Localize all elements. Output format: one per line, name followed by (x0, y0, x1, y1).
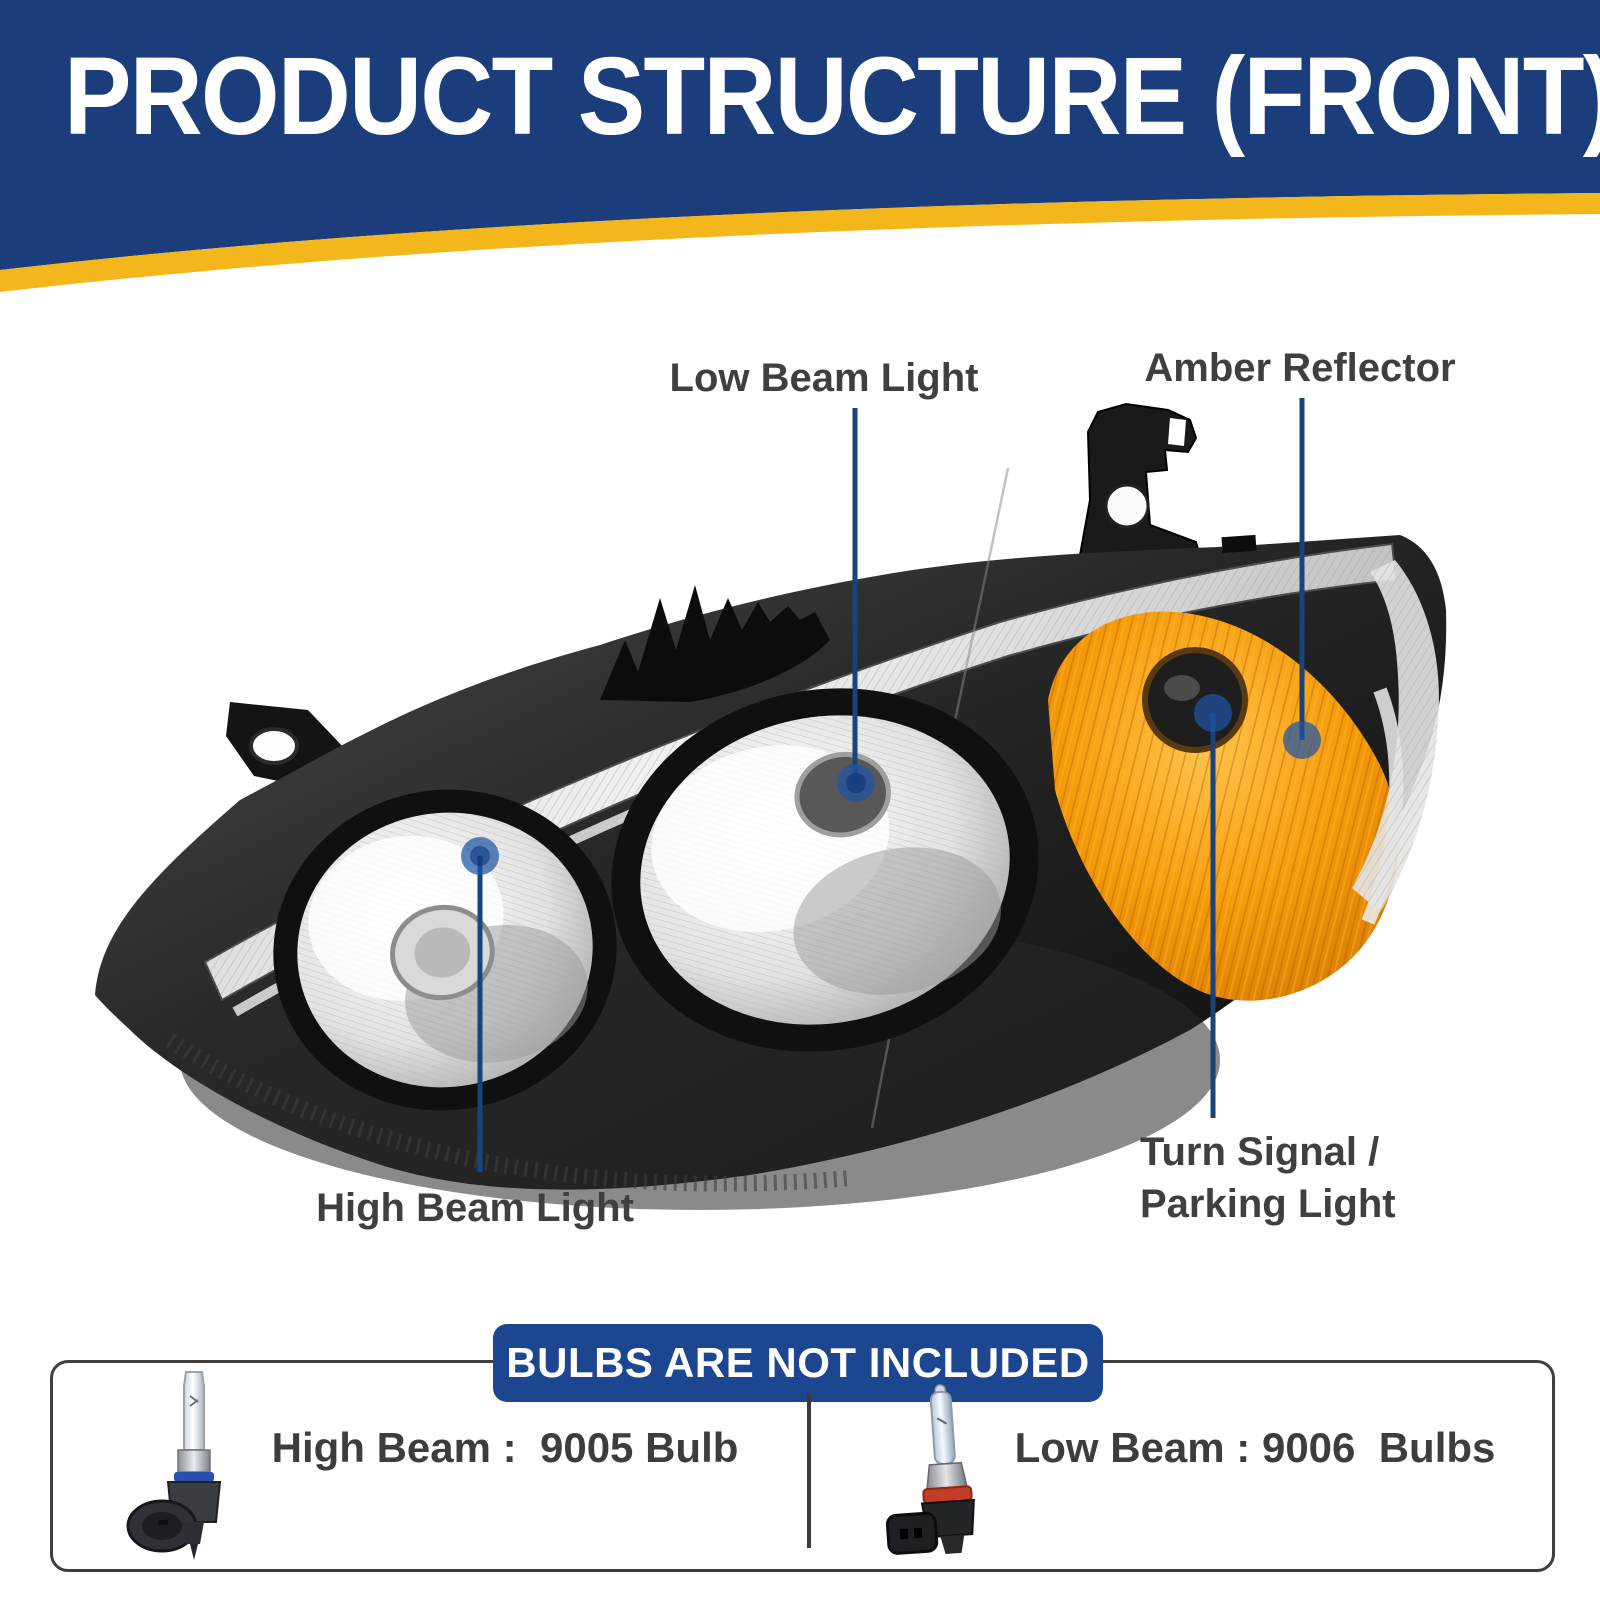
high-beam-pointer-dot-core (470, 846, 490, 866)
turn-signal-pointer-dot (1194, 694, 1232, 732)
low-beam-pointer-dot-core (846, 773, 866, 793)
page-title: PRODUCT STRUCTURE (FRONT) (64, 35, 1600, 158)
header-banner (0, 0, 1600, 292)
top-edge-clip (1221, 534, 1257, 554)
callout-low-beam-light: Low Beam Light (669, 356, 979, 400)
top-mounting-bracket (1076, 402, 1202, 572)
low-beam-9006-bulb-image (885, 1384, 975, 1555)
banner-blue-shape (0, 0, 1600, 270)
housing-fins (600, 585, 830, 702)
panel-divider (807, 1393, 811, 1548)
bulbs-not-included-badge: BULBS ARE NOT INCLUDED (493, 1324, 1103, 1402)
amber-reflector-area (1048, 611, 1404, 1001)
callout-turn-signal-line1: Turn Signal / (1140, 1130, 1380, 1174)
low-beam-reflector (611, 688, 1039, 1052)
high-beam-bulb-label: High Beam : 9005 Bulb (271, 1424, 739, 1471)
callout-amber-reflector: Amber Reflector (1144, 346, 1456, 390)
banner-yellow-stripe (0, 193, 1600, 292)
corner-lens-band-texture (1352, 560, 1439, 912)
molded-rib-texture (165, 1033, 851, 1192)
callout-turn-signal: Turn Signal / Parking Light (1140, 1126, 1396, 1230)
high-beam-reflector (273, 789, 617, 1111)
callout-high-beam-light: High Beam Light (316, 1186, 634, 1230)
low-beam-bulb-label: Low Beam : 9006 Bulbs (1014, 1424, 1496, 1471)
amber-reflector-pointer-dot (1283, 721, 1321, 759)
callout-turn-signal-line2: Parking Light (1140, 1182, 1396, 1226)
high-beam-9005-bulb-image (126, 1371, 222, 1560)
